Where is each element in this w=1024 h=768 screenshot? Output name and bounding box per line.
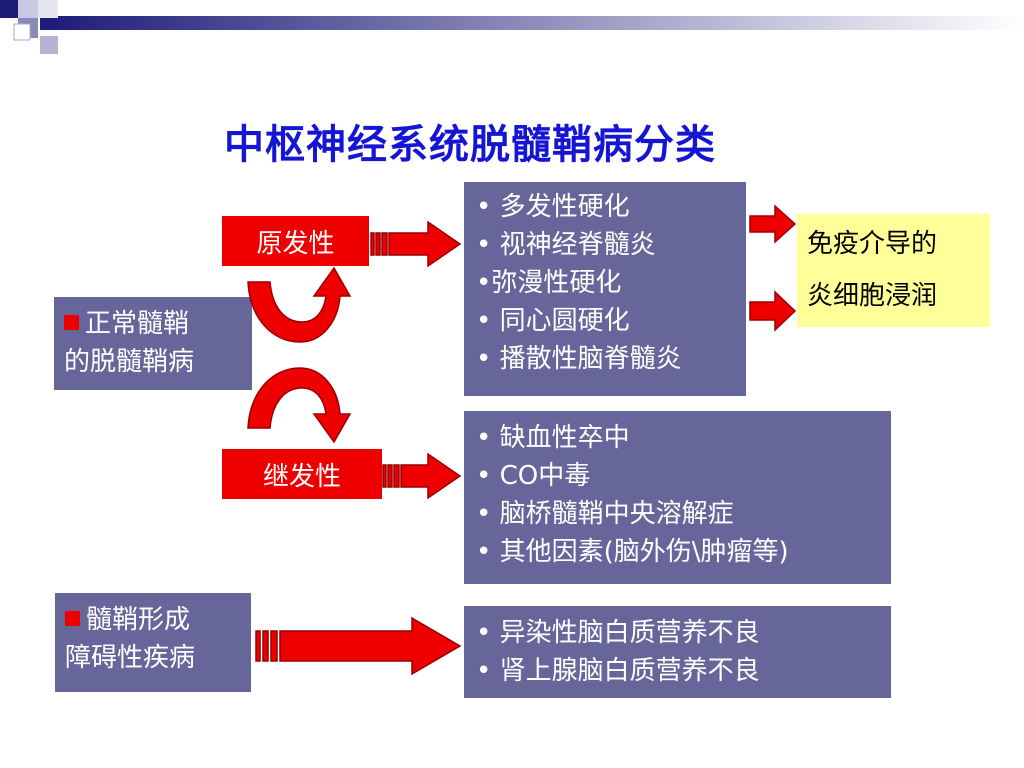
list-item: •弥漫性硬化 [476, 268, 622, 298]
dysmyelin-box: 髓鞘形成 障碍性疾病 [55, 593, 251, 692]
dysmyelin-disease-list: • 异染性脑白质营养不良 • 肾上腺脑白质营养不良 [464, 606, 891, 698]
list-item: • CO中毒 [476, 461, 591, 491]
normal-myelin-line2: 的脱髓鞘病 [64, 347, 195, 377]
immune-infiltration-box: 免疫介导的 炎细胞浸润 [797, 214, 990, 327]
list-item: • 视神经脊髓炎 [476, 230, 656, 260]
list-item: • 同心圆硬化 [476, 306, 630, 336]
primary-disease-list: • 多发性硬化 • 视神经脊髓炎 •弥漫性硬化 • 同心圆硬化 • 播散性脑脊髓… [464, 182, 746, 396]
arrow-to-immune-bottom-icon [749, 290, 797, 332]
dysmyelin-line1: 髓鞘形成 [86, 605, 191, 635]
list-item: • 异染性脑白质营养不良 [476, 618, 760, 648]
list-item: • 脑桥髓鞘中央溶解症 [476, 499, 734, 529]
bullet-square-icon [64, 315, 79, 330]
secondary-label: 继发性 [222, 449, 382, 499]
list-item: • 肾上腺脑白质营养不良 [476, 656, 760, 686]
list-item: • 播散性脑脊髓炎 [476, 344, 682, 374]
list-item: • 多发性硬化 [476, 192, 630, 222]
arrow-dysmyelin-to-list-icon [255, 616, 462, 676]
primary-label: 原发性 [222, 216, 369, 266]
arrow-to-immune-top-icon [749, 204, 797, 244]
arrow-secondary-to-list-icon [382, 452, 462, 500]
corner-decoration [0, 0, 1024, 54]
list-item: • 缺血性卒中 [476, 423, 630, 453]
bullet-square-icon [65, 611, 80, 626]
immune-line1: 免疫介导的 [807, 229, 938, 259]
page-title: 中枢神经系统脱髓鞘病分类 [224, 122, 716, 168]
list-item: • 其他因素(脑外伤\肿瘤等) [476, 537, 789, 567]
curved-arrow-up-icon [247, 266, 352, 343]
normal-myelin-line1: 正常髓鞘 [85, 309, 190, 339]
secondary-disease-list: • 缺血性卒中 • CO中毒 • 脑桥髓鞘中央溶解症 • 其他因素(脑外伤\肿瘤… [464, 411, 891, 584]
immune-line2: 炎细胞浸润 [807, 281, 938, 311]
arrow-primary-to-list-icon [370, 220, 462, 268]
dysmyelin-line2: 障碍性疾病 [65, 643, 196, 673]
curved-arrow-down-icon [247, 367, 352, 444]
normal-myelin-box: 正常髓鞘 的脱髓鞘病 [54, 297, 252, 390]
